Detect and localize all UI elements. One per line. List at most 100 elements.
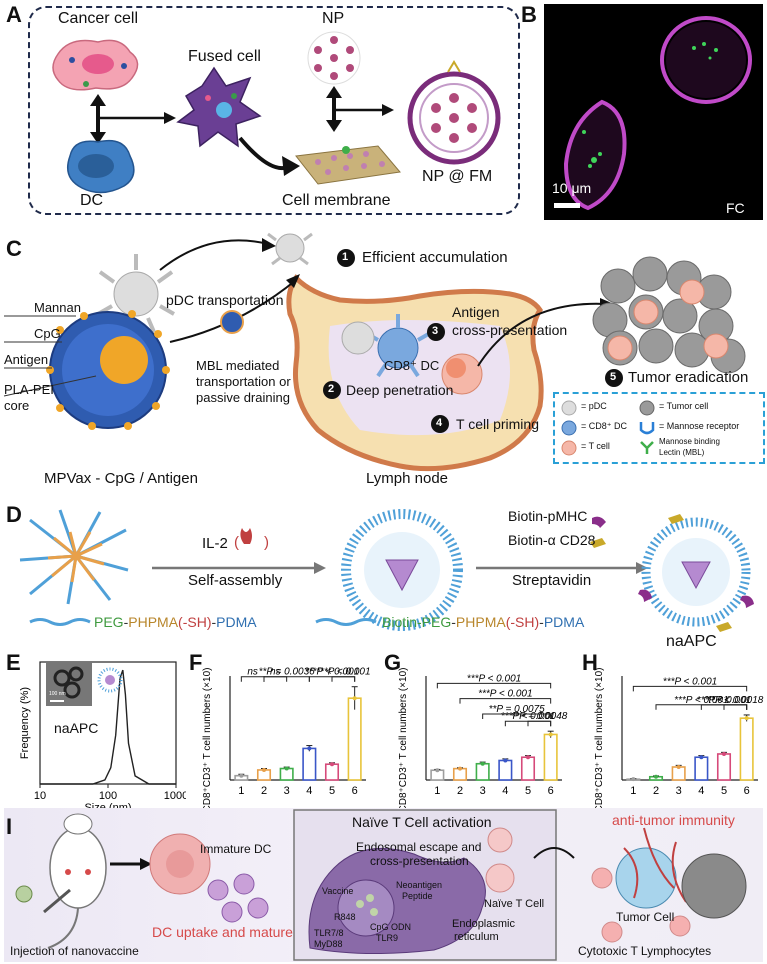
x-tick-label: 2 [261,785,267,797]
tumor-cell-label: Tumor Cell [616,910,675,924]
data-point [435,768,440,773]
panel-label-f: F [189,650,203,675]
significance-bracket [459,698,552,704]
il2-paren-right: ) [264,534,269,551]
significance-bracket [632,685,748,692]
x-tick-label: 1000 [164,790,186,802]
chain-segment: PHPMA [128,614,179,630]
cpg-odn-label: CpG ODN [370,922,412,932]
x-tick-label: 6 [744,785,750,797]
immature-dc-label: Immature DC [200,842,272,856]
panel-label-d: D [6,502,22,527]
panel-label-b: B [521,2,537,27]
antigen-label: Antigen [452,304,500,320]
x-tick-label: 3 [480,785,486,797]
bar [475,762,490,781]
data-point [699,755,704,760]
mbl-line3: passive draining [196,390,290,405]
tumor-cluster-icon [592,256,746,374]
step-1-marker [337,249,355,267]
legend-mannose: = Mannose receptor [659,421,740,431]
legend-tcell-icon [561,440,577,456]
y-axis-label: CD8⁺CD3⁺ T cell numbers (×10) [594,668,605,808]
panel-label-g: G [384,650,402,675]
small-np-icon [220,310,244,334]
polymer-star-icon [19,509,129,605]
ctl-icons [591,867,691,943]
chain-segment: PEG [94,614,124,630]
legend-mbl2: Lectin (MBL) [659,448,705,457]
step-4-number: 4 [436,417,443,429]
biotin-pmhc-label: Biotin-pMHC [508,508,588,524]
myd88-label: MyD88 [314,939,343,949]
legend-tumor: = Tumor cell [659,401,709,411]
data-point [458,766,462,771]
panel-label-c: C [6,236,22,261]
chain-segment: - [211,614,217,630]
x-tick-label: 5 [329,785,335,797]
bar [347,697,362,781]
naapc-icon [638,514,754,632]
panel-label-a: A [6,2,22,27]
injection-label: Injection of nanovaccine [10,944,139,958]
x-tick-label: 4 [698,785,704,797]
significance-label: **P = 0.0048 [511,711,568,722]
er-line2: reticulum [454,931,499,943]
step-2-number: 2 [328,383,335,395]
cd8-dc-label: CD8⁺ DC [384,358,440,373]
x-tick-label: 1 [238,785,244,797]
mpvax-nanoparticle-icon [46,310,170,430]
data-point [654,774,658,779]
cpg-label: CpG [34,326,61,341]
legend-tumor-icon [639,400,655,416]
il2-paren-left: ( [234,534,239,551]
data-point [548,732,553,737]
bar [498,759,513,781]
escape-line1: Endosomal escape and [356,840,482,854]
microscopy-image: 10 μm FC [544,4,763,220]
il2-label: IL-2 [202,535,228,552]
significance-label: ***P < 0.001 [674,695,728,706]
pla-pei-label: PLA-PEI [4,382,54,397]
y-axis-label: Frequency (%) [19,687,31,759]
peptide-label: Peptide [402,891,433,901]
syringe-icon [43,888,71,914]
chain-segment: (-SH) [178,614,212,630]
mbl-line2: transportation or [196,374,291,389]
legend-cd8-icon [561,420,577,436]
bar [694,756,709,781]
r848-label: R848 [334,912,356,922]
naapc-inset-icon [97,667,123,693]
mouse-icon [47,813,107,949]
significance-bracket [436,682,552,689]
tumor-mass-icon [681,853,747,919]
significance-label: **P = 0.0036 [259,667,316,678]
significance-bracket [655,704,748,710]
significance-label: ***P < 0.001 [478,689,532,700]
neoantigen-label: Neoantigen [396,880,443,890]
x-tick-label: 4 [306,785,312,797]
significance-label: ns [247,667,258,678]
x-tick-label: 6 [352,785,358,797]
mbl-line1: MBL mediated [196,358,280,373]
chain-segment: Biotin-PEG [382,614,452,630]
biotin-cd28-icon [590,538,606,548]
scale-bar [554,203,580,208]
tumor-eradication-label: Tumor eradication [628,369,749,386]
significance-label: ***P < 0.001 [663,676,717,687]
pdc-in-node-icon [341,321,375,355]
dc-label: DC [80,192,104,209]
panel-i-background: Naïve T Cell activation anti-tumor immun… [4,808,763,962]
data-point [631,777,636,782]
data-point [744,716,749,721]
t-cell-icon [441,353,483,395]
deep-penetration-label: Deep penetration [346,382,454,398]
escape-line2: cross-presentation [370,854,469,868]
data-point [262,767,266,772]
cancer-cell-label: Cancer cell [58,10,139,27]
legend-tcell: = T cell [581,441,610,451]
lymph-node-small-icon [149,833,211,895]
naive-t-label: Naïve T Cell [484,898,545,910]
bar [739,717,754,781]
